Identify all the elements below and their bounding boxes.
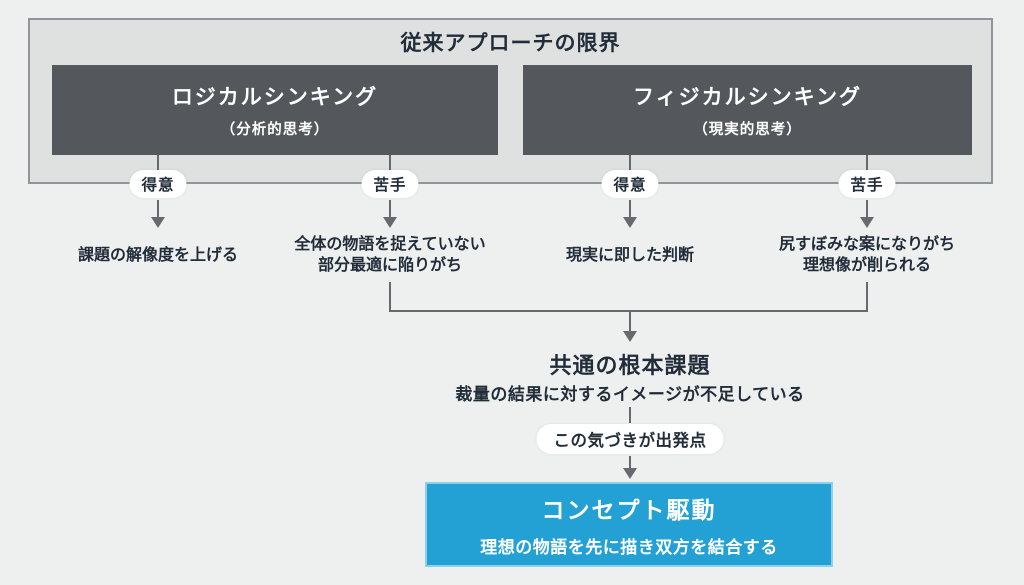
physical-weakness-badge: 苦手 <box>838 170 896 198</box>
logical-strength-description: 課題の解像度を上げる <box>78 232 238 278</box>
root-issue-title: 共通の根本課題 <box>549 353 711 378</box>
physical-thinking-subtitle: （現実的思考） <box>693 122 802 138</box>
concept-driven-title: コンセプト駆動 <box>541 497 717 523</box>
physical-thinking-title: フィジカルシンキング <box>633 86 862 109</box>
logical-strength-badge: 得意 <box>129 170 187 198</box>
physical-weakness-description: 尻すぼみな案になりがち 理想像が削られる <box>779 232 955 278</box>
logical-thinking-title: ロジカルシンキング <box>171 86 379 109</box>
logical-thinking-subtitle: （分析的思考） <box>220 122 330 138</box>
description-line: 部分最適に陥りがち <box>317 257 463 274</box>
logical-thinking-box: ロジカルシンキング （分析的思考） <box>52 65 498 155</box>
root-issue-description: 裁量の結果に対するイメージが不足している <box>455 385 805 404</box>
description-line: 尻すぼみな案になりがち <box>778 236 956 253</box>
logical-weakness-description: 全体の物語を捉えていない 部分最適に陥りがち <box>294 232 485 278</box>
logical-weakness-badge: 苦手 <box>361 170 419 198</box>
description-line: 全体の物語を捉えていない <box>294 236 486 253</box>
concept-driven-box: コンセプト駆動 理想の物語を先に描き双方を結合する <box>425 482 833 567</box>
description-line: 現実に即した判断 <box>565 246 695 264</box>
physical-thinking-box: フィジカルシンキング （現実的思考） <box>523 65 972 155</box>
description-line: 理想像が削られる <box>802 257 932 274</box>
physical-strength-description: 現実に即した判断 <box>566 232 694 278</box>
description-line: 課題の解像度を上げる <box>77 246 239 264</box>
insight-badge: この気づきが出発点 <box>536 424 724 454</box>
physical-strength-badge: 得意 <box>601 170 659 198</box>
concept-driven-subtitle: 理想の物語を先に描き双方を結合する <box>480 538 778 557</box>
panel-title: 従来アプローチの限界 <box>400 32 621 55</box>
